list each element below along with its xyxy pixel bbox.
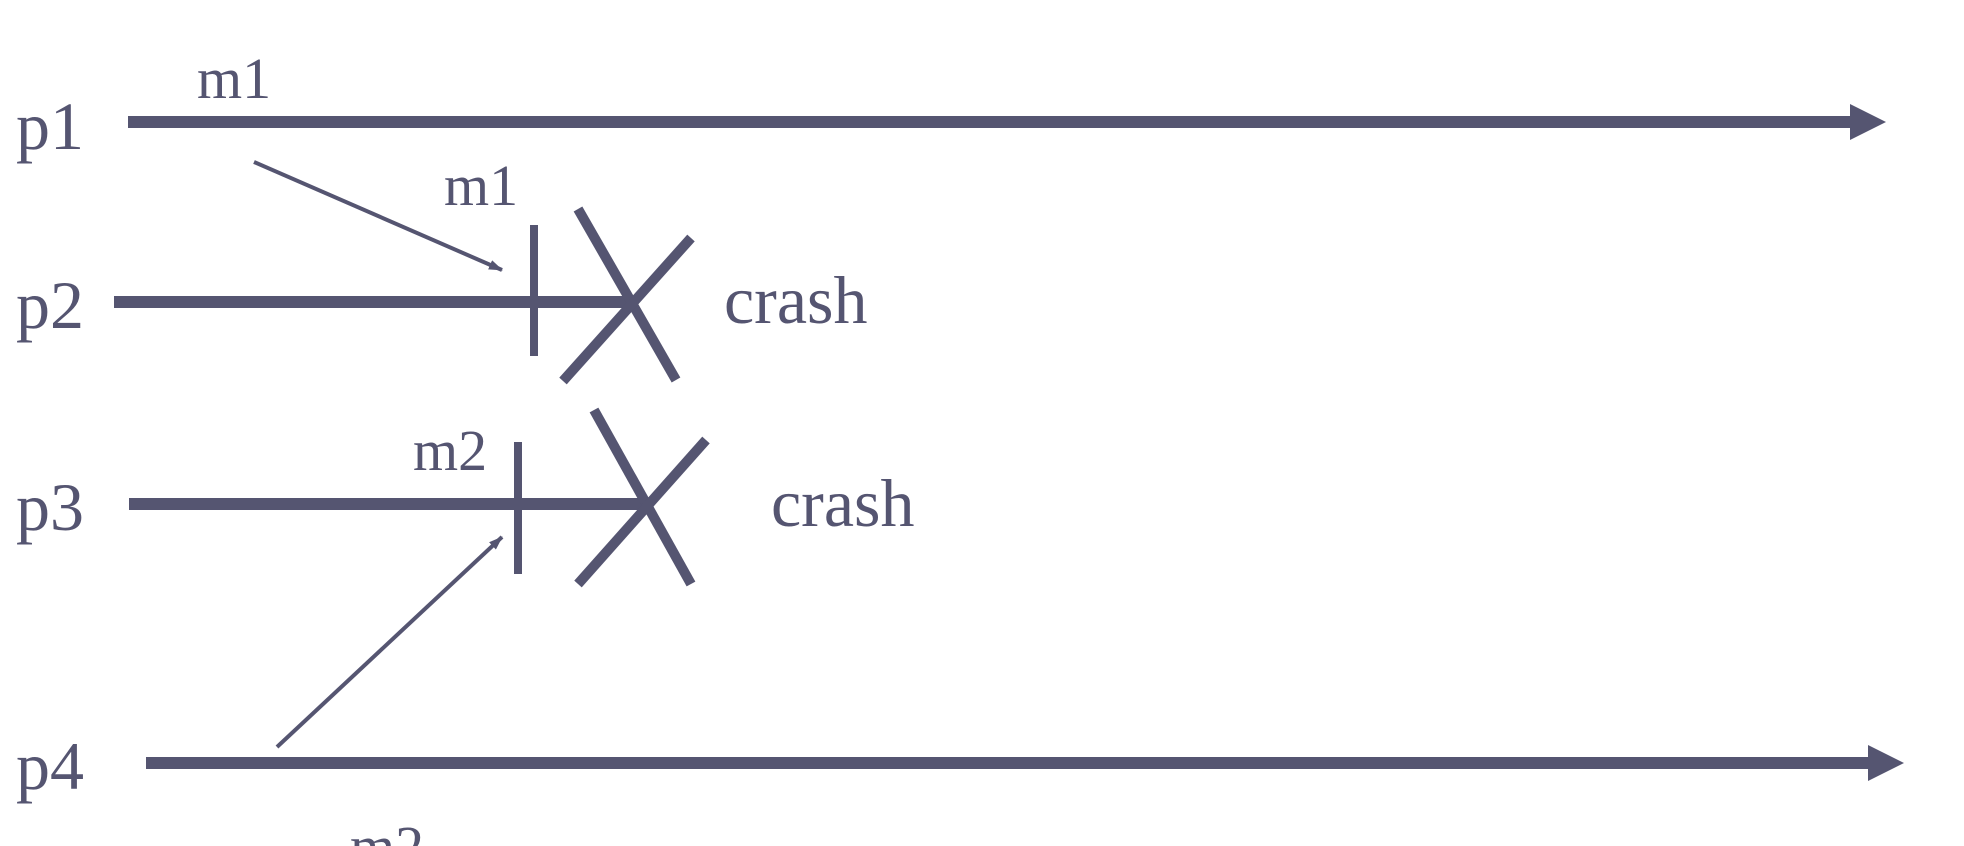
timeline-p1 xyxy=(128,104,1886,140)
process-label-p1: p1 xyxy=(16,88,84,164)
message-arrow-m1 xyxy=(253,160,503,272)
crash-label-p2: crash xyxy=(724,262,867,338)
message-label-m1-sender: m1 xyxy=(197,46,271,111)
crash-x-icon-p3 xyxy=(574,407,710,588)
timeline-p4 xyxy=(146,745,1904,781)
process-label-p3: p3 xyxy=(16,469,84,545)
crash-label-p3: crash xyxy=(771,465,914,541)
message-label-m2-sender: m2 xyxy=(350,814,424,846)
message-label-m1-receiver: m1 xyxy=(444,153,518,218)
process-label-p4: p4 xyxy=(16,728,84,804)
message-label-m2-receiver: m2 xyxy=(413,418,487,483)
process-label-p2: p2 xyxy=(16,267,84,343)
crash-x-icon-p2 xyxy=(559,206,695,385)
message-arrow-m2 xyxy=(275,535,504,749)
